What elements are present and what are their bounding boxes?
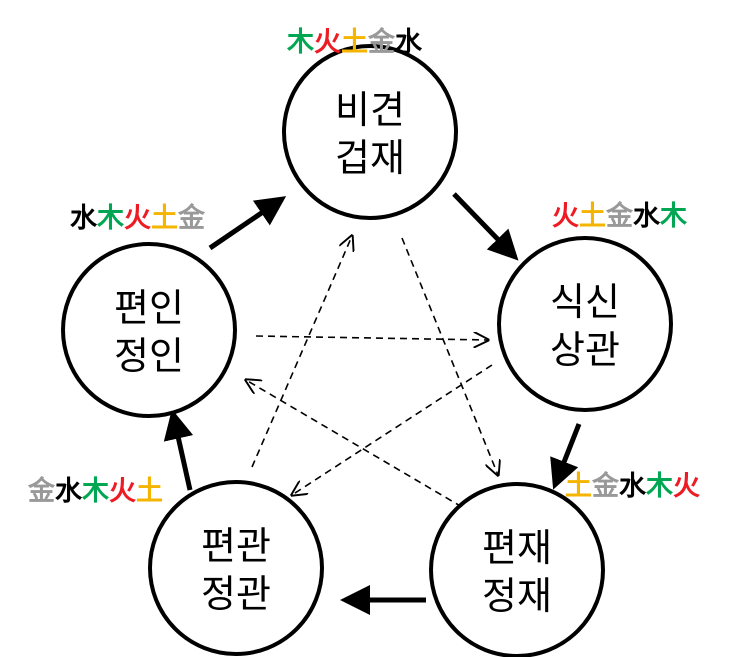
element-char: 土 bbox=[565, 471, 592, 502]
element-label-bottom-right: 土金水木火 bbox=[565, 470, 700, 502]
node-label-line1: 식신 bbox=[550, 280, 620, 324]
node-circle bbox=[148, 480, 324, 656]
element-char: 水 bbox=[633, 201, 661, 232]
element-char: 土 bbox=[579, 201, 606, 232]
element-char: 木 bbox=[96, 203, 124, 234]
node-label-line2: 정인 bbox=[114, 334, 184, 378]
node-circle bbox=[282, 44, 458, 220]
element-char: 火 bbox=[314, 27, 341, 58]
node-circle bbox=[497, 236, 673, 412]
node-label-line1: 편재 bbox=[482, 526, 552, 570]
node-label-line1: 편관 bbox=[201, 524, 271, 568]
node-right: 식신 상관 bbox=[497, 236, 673, 412]
element-char: 土 bbox=[136, 476, 163, 507]
solid-arrow-bottom-left-to-left bbox=[163, 409, 194, 491]
element-char: 木 bbox=[286, 27, 314, 58]
element-char: 水 bbox=[55, 476, 83, 507]
element-char: 金 bbox=[367, 26, 396, 58]
element-label-bottom-left: 金水木火土 bbox=[27, 475, 163, 507]
element-char: 土 bbox=[341, 27, 368, 58]
element-char: 火 bbox=[124, 203, 151, 234]
element-char: 水 bbox=[395, 27, 423, 58]
element-label-right: 火土金水木 bbox=[552, 200, 687, 232]
dashed-arrow-group bbox=[246, 236, 498, 508]
solid-arrow-top-to-right bbox=[452, 192, 519, 261]
node-bottom-right: 편재 정재 bbox=[429, 482, 605, 657]
node-label-line1: 편인 bbox=[114, 286, 184, 330]
solid-arrow-group bbox=[163, 192, 582, 615]
element-label-top: 木火土金水 bbox=[286, 26, 423, 58]
solid-arrow-left-to-top bbox=[208, 196, 287, 251]
dashed-arrow-bottom-left-to-top bbox=[251, 236, 352, 468]
element-char: 金 bbox=[591, 470, 620, 502]
node-label-line2: 겁재 bbox=[335, 136, 405, 180]
element-char: 土 bbox=[151, 203, 178, 234]
element-char: 木 bbox=[659, 201, 687, 232]
node-label-line2: 정관 bbox=[201, 572, 271, 616]
node-circle bbox=[429, 482, 605, 657]
node-top: 비견 겁재 bbox=[282, 44, 458, 220]
element-char: 火 bbox=[673, 471, 700, 502]
node-label-line2: 상관 bbox=[550, 328, 620, 372]
element-char: 火 bbox=[109, 476, 136, 507]
dashed-arrow-left-to-right bbox=[255, 336, 488, 340]
element-char: 木 bbox=[81, 476, 109, 507]
solid-arrow-right-to-bottom-right bbox=[550, 423, 582, 490]
element-char: 木 bbox=[645, 471, 673, 502]
element-char: 金 bbox=[605, 200, 634, 232]
dashed-arrow-right-to-bottom-left bbox=[292, 364, 493, 495]
node-label-line2: 정재 bbox=[482, 574, 552, 618]
element-char: 火 bbox=[552, 201, 579, 232]
node-bottom-left: 편관 정관 bbox=[148, 480, 324, 656]
element-label-left: 水木火土金 bbox=[70, 202, 206, 234]
element-char: 金 bbox=[177, 202, 206, 234]
dashed-arrow-bottom-right-to-left bbox=[246, 380, 463, 508]
element-char: 金 bbox=[27, 475, 56, 507]
element-char: 水 bbox=[70, 203, 98, 234]
element-char: 水 bbox=[619, 471, 647, 502]
node-circle bbox=[61, 242, 237, 418]
node-left: 편인 정인 bbox=[61, 242, 237, 418]
node-label-line1: 비견 bbox=[335, 88, 405, 132]
dashed-arrow-top-to-bottom-right bbox=[401, 237, 498, 475]
